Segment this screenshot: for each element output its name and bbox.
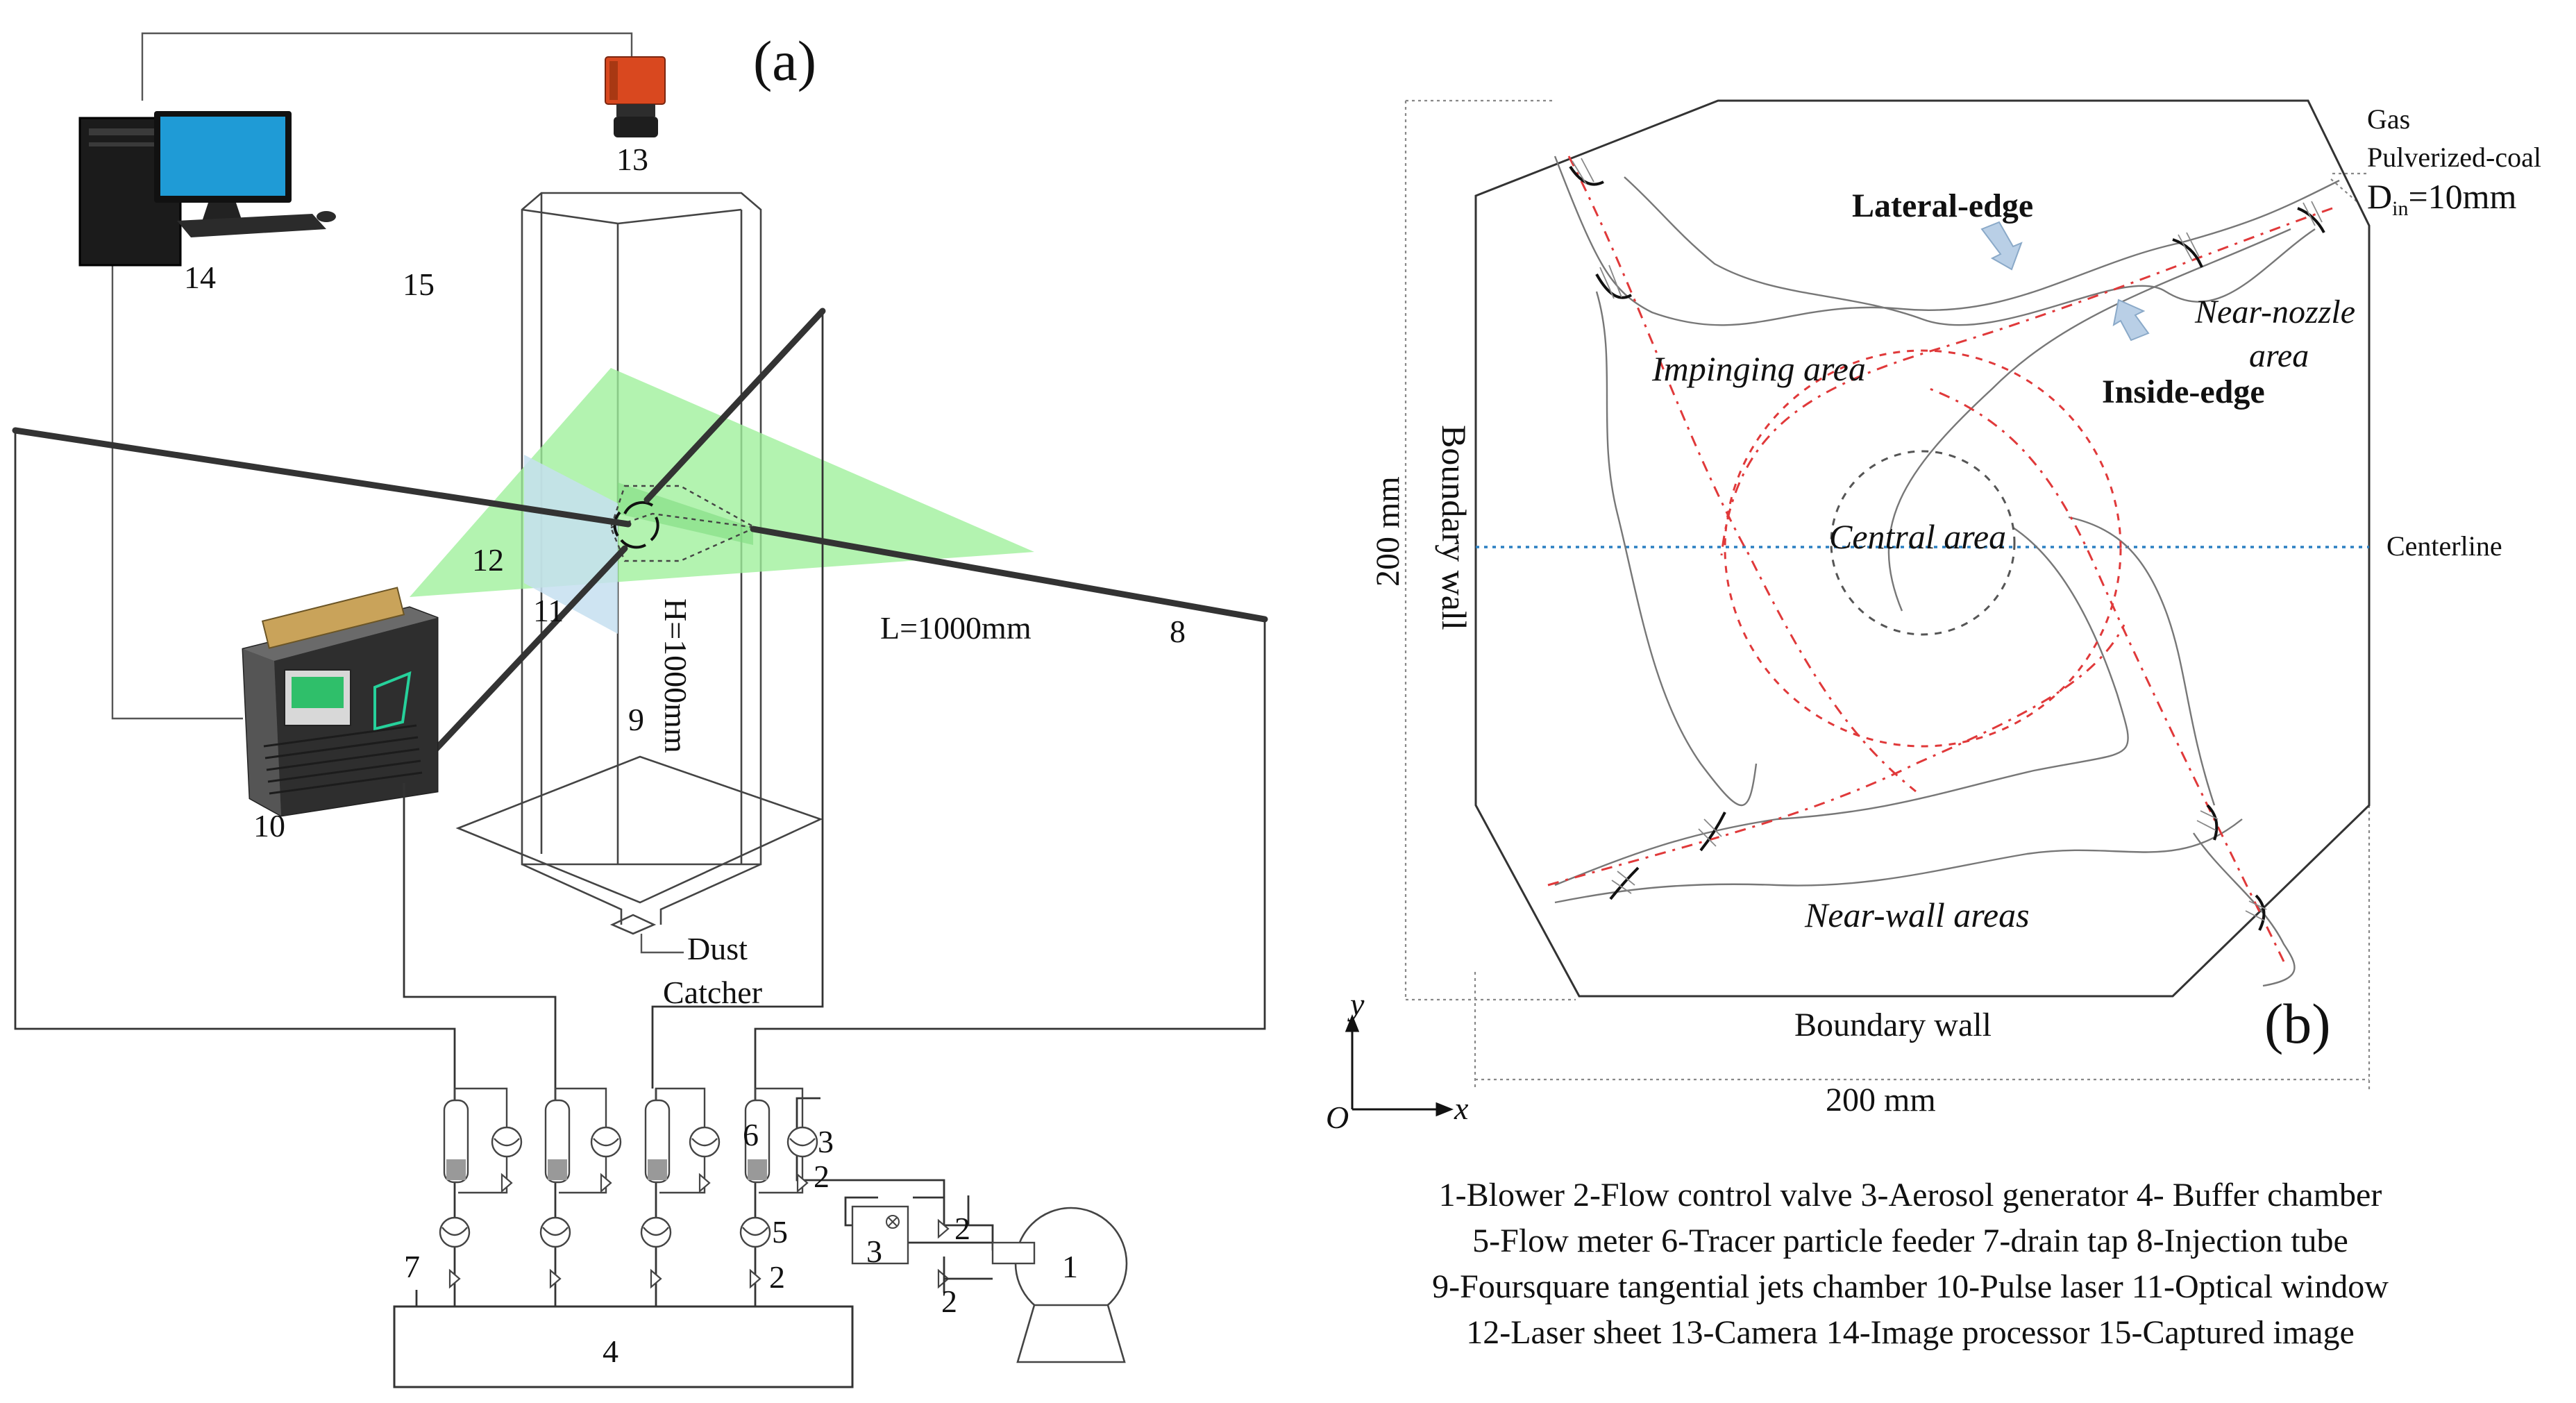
label-13: 13 [616, 142, 648, 177]
chamber [455, 192, 823, 954]
panel-a-tag: (a) [753, 29, 816, 92]
dust-label: Dust [687, 931, 748, 966]
label-15: 15 [403, 267, 435, 302]
edge-arrows [1980, 221, 2150, 342]
feeder-units [439, 1087, 1128, 1363]
panel-b: (b) Gas Pulverized-coal Din=10mm Lateral… [1326, 99, 2541, 1351]
velocity-profiles [1569, 165, 2325, 931]
jet-edges [1554, 156, 2340, 987]
boundary-wall-left-label: Boundary wall [1435, 425, 1474, 630]
label-10: 10 [253, 808, 285, 843]
buffer-chamber [393, 1305, 854, 1388]
label-3b: 3 [866, 1234, 882, 1269]
dimension-lines [1404, 99, 2371, 1090]
legend-line-2: 5-Flow meter 6-Tracer particle feeder 7-… [1472, 1223, 2348, 1259]
axis-x-label: x [1454, 1091, 1469, 1126]
profile-hatching [1572, 158, 2323, 921]
label-2d: 2 [941, 1284, 957, 1319]
lateral-edge-label: Lateral-edge [1852, 187, 2033, 224]
laser-sheet [410, 368, 1034, 634]
label-11: 11 [533, 593, 564, 628]
axis-origin-label: O [1326, 1100, 1349, 1135]
chamber-outline [1474, 99, 2371, 998]
label-1: 1 [1062, 1249, 1078, 1284]
camera-icon [605, 56, 666, 137]
boundary-wall-bottom-label: Boundary wall [1794, 1007, 1992, 1043]
panel-b-tag: (b) [2264, 992, 2331, 1055]
legend: 1-Blower 2-Flow control valve 3-Aerosol … [1432, 1177, 2389, 1351]
pulverized-coal-label: Pulverized-coal [2367, 142, 2541, 173]
piping [14, 311, 1266, 1388]
label-7: 7 [404, 1249, 420, 1284]
legend-line-1: 1-Blower 2-Flow control valve 3-Aerosol … [1439, 1177, 2382, 1213]
axis-y-label: y [1347, 986, 1365, 1022]
coordinate-axes [1345, 1014, 1454, 1117]
near-nozzle-label: Near-nozzle [2194, 294, 2355, 330]
label-2c: 2 [954, 1211, 970, 1246]
label-6: 6 [743, 1117, 759, 1152]
centerline-label: Centerline [2386, 530, 2502, 562]
label-4: 4 [603, 1334, 618, 1369]
length-label: L=1000mm [880, 610, 1032, 646]
label-12: 12 [472, 542, 504, 578]
panel-b-labels: (b) Gas Pulverized-coal Din=10mm Lateral… [1326, 103, 2541, 1135]
dim-horizontal-label: 200 mm [1826, 1082, 1936, 1118]
label-9: 9 [628, 702, 644, 737]
din-label: Din=10mm [2367, 177, 2517, 220]
gas-label: Gas [2367, 103, 2410, 135]
near-nozzle-area-label: area [2249, 337, 2309, 374]
signal-wires [111, 32, 633, 720]
label-3a: 3 [818, 1124, 834, 1159]
impinging-area-label: Impinging area [1651, 349, 1866, 388]
label-2b: 2 [769, 1259, 785, 1295]
label-2a: 2 [814, 1159, 830, 1194]
injection-tubes [12, 308, 1268, 787]
inside-edge-label: Inside-edge [2102, 373, 2265, 410]
near-wall-areas-label: Near-wall areas [1804, 896, 2030, 934]
pulse-laser-icon [242, 587, 439, 817]
label-14: 14 [184, 260, 216, 295]
panel-a: (a) 13 14 15 12 11 9 8 10 H=1000mm L=100… [12, 29, 1268, 1388]
label-8: 8 [1170, 614, 1186, 649]
dim-vertical-label: 200 mm [1370, 476, 1406, 587]
height-label: H=1000mm [658, 598, 693, 753]
jet-trajectories [1547, 156, 2333, 962]
catcher-label: Catcher [663, 975, 762, 1010]
label-5: 5 [772, 1214, 788, 1250]
legend-line-4: 12-Laser sheet 13-Camera 14-Image proces… [1466, 1314, 2355, 1351]
panel-a-labels: (a) 13 14 15 12 11 9 8 10 H=1000mm L=100… [184, 29, 1186, 1369]
central-area-label: Central area [1829, 517, 2006, 556]
legend-line-3: 9-Foursquare tangential jets chamber 10-… [1432, 1268, 2389, 1305]
computer-icon [78, 111, 336, 267]
